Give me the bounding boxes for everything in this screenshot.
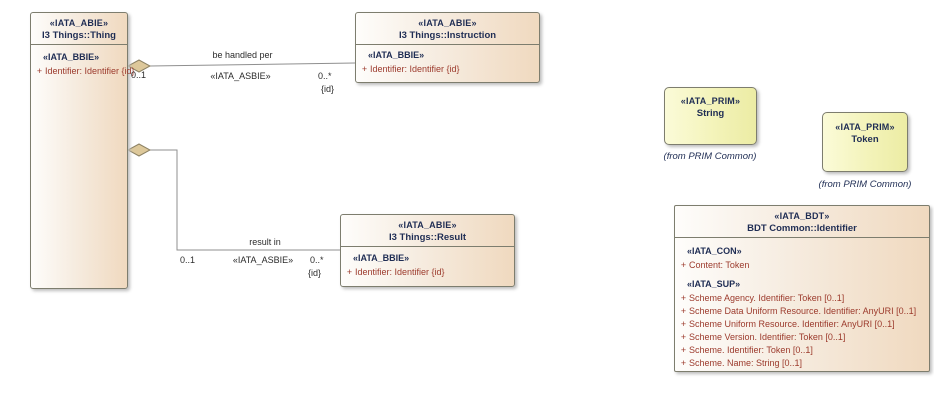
attribute-text: Scheme Agency. Identifier: Token [0..1]	[689, 293, 845, 303]
class-thing-name: I3 Things::Thing	[42, 30, 116, 41]
attribute-text: Identifier: Identifier {id}	[45, 66, 135, 76]
attribute-text: Scheme. Identifier: Token [0..1]	[689, 345, 813, 355]
attribute-row[interactable]: + Scheme Data Uniform Resource. Identifi…	[678, 305, 926, 318]
attribute-text: Identifier: Identifier {id}	[355, 267, 445, 277]
class-identifier-attributes: «IATA_CON» + Content: Token «IATA_SUP» +…	[675, 238, 929, 373]
connector-name-label: be handled per	[212, 50, 273, 60]
class-string-prim[interactable]: «IATA_PRIM» String	[664, 87, 757, 145]
connector-target-constraint: {id}	[308, 268, 322, 278]
section-header-bbie: «IATA_BBIE»	[368, 50, 425, 60]
class-string-title: «IATA_PRIM» String	[665, 88, 756, 122]
connector-target-multiplicity: 0..*	[318, 71, 332, 81]
class-result-name: I3 Things::Result	[388, 232, 467, 243]
class-token-name: Token	[851, 134, 879, 145]
attribute-visibility: +	[680, 345, 687, 355]
class-token-stereotype: «IATA_PRIM»	[835, 122, 895, 132]
attribute-row[interactable]: + Identifier: Identifier {id}	[359, 63, 536, 76]
class-identifier-bdt[interactable]: «IATA_BDT» BDT Common::Identifier «IATA_…	[674, 205, 930, 372]
attribute-row[interactable]: + Scheme. Name: String [0..1]	[678, 357, 926, 370]
attribute-row[interactable]: + Identifier: Identifier {id}	[344, 266, 511, 279]
class-result[interactable]: «IATA_ABIE» I3 Things::Result «IATA_BBIE…	[340, 214, 515, 287]
class-token-prim[interactable]: «IATA_PRIM» Token	[822, 112, 908, 172]
class-thing-stereotype: «IATA_ABIE»	[49, 18, 109, 28]
attribute-visibility: +	[36, 66, 43, 76]
section-header-sup: «IATA_SUP»	[687, 279, 741, 289]
class-identifier-title: «IATA_BDT» BDT Common::Identifier	[675, 206, 929, 238]
class-identifier-stereotype: «IATA_BDT»	[774, 211, 830, 221]
attribute-visibility: +	[680, 319, 687, 329]
attribute-visibility: +	[680, 358, 687, 368]
class-instruction[interactable]: «IATA_ABIE» I3 Things::Instruction «IATA…	[355, 12, 540, 83]
connector-result-in[interactable]	[150, 149, 340, 251]
attribute-row[interactable]: + Scheme. Identifier: Token [0..1]	[678, 344, 926, 357]
section-header-bbie: «IATA_BBIE»	[43, 52, 100, 62]
connector-be-handled-per[interactable]	[149, 62, 356, 67]
section-header-bbie: «IATA_BBIE»	[353, 253, 410, 263]
connector-name-label: result in	[249, 237, 281, 247]
class-instruction-attributes: «IATA_BBIE» + Identifier: Identifier {id…	[356, 45, 539, 79]
attribute-visibility: +	[680, 293, 687, 303]
attribute-text: Content: Token	[689, 260, 750, 270]
class-identifier-name: BDT Common::Identifier	[747, 223, 857, 234]
origin-label-token: (from PRIM Common)	[818, 179, 912, 190]
class-instruction-name: I3 Things::Instruction	[398, 30, 497, 41]
connector-source-multiplicity: 0..1	[180, 255, 196, 265]
attribute-row[interactable]: + Scheme Agency. Identifier: Token [0..1…	[678, 292, 926, 305]
origin-label-string: (from PRIM Common)	[663, 151, 757, 162]
attribute-row[interactable]: + Identifier: Identifier {id}	[34, 65, 135, 78]
attribute-text: Scheme Version. Identifier: Token [0..1]	[689, 332, 846, 342]
attribute-text: Scheme Uniform Resource. Identifier: Any…	[689, 319, 895, 329]
class-string-stereotype: «IATA_PRIM»	[680, 96, 741, 106]
class-result-stereotype: «IATA_ABIE»	[398, 220, 457, 230]
class-instruction-stereotype: «IATA_ABIE»	[418, 18, 477, 28]
attribute-text: Identifier: Identifier {id}	[370, 64, 460, 74]
connector-stereotype-label: «IATA_ASBIE»	[210, 71, 271, 81]
section-header-con: «IATA_CON»	[687, 246, 742, 256]
attribute-text: Scheme Data Uniform Resource. Identifier…	[689, 306, 917, 316]
aggregation-diamond-be-handled-per[interactable]	[126, 59, 152, 73]
attribute-visibility: +	[680, 260, 687, 270]
connector-target-multiplicity: 0..*	[310, 255, 324, 265]
class-token-title: «IATA_PRIM» Token	[823, 113, 907, 148]
class-instruction-title: «IATA_ABIE» I3 Things::Instruction	[356, 13, 539, 45]
attribute-row[interactable]: + Content: Token	[678, 259, 926, 272]
class-thing-title: «IATA_ABIE» I3 Things::Thing	[31, 13, 127, 45]
attribute-visibility: +	[680, 332, 687, 342]
attribute-row[interactable]: + Scheme Uniform Resource. Identifier: A…	[678, 318, 926, 331]
class-result-attributes: «IATA_BBIE» + Identifier: Identifier {id…	[341, 247, 514, 282]
class-thing-attributes: «IATA_BBIE» + Identifier: Identifier {id…	[31, 45, 135, 81]
class-thing[interactable]: «IATA_ABIE» I3 Things::Thing «IATA_BBIE»…	[30, 12, 135, 289]
connector-target-constraint: {id}	[321, 84, 335, 94]
connector-stereotype-label: «IATA_ASBIE»	[232, 255, 294, 265]
aggregation-diamond-result-in[interactable]	[126, 143, 152, 157]
attribute-row[interactable]: + Scheme Version. Identifier: Token [0..…	[678, 331, 926, 344]
attribute-visibility: +	[361, 64, 368, 74]
attribute-visibility: +	[346, 267, 353, 277]
class-string-name: String	[696, 108, 725, 119]
class-result-title: «IATA_ABIE» I3 Things::Result	[341, 215, 514, 247]
attribute-text: Scheme. Name: String [0..1]	[689, 358, 803, 368]
connector-source-multiplicity: 0..1	[131, 70, 147, 80]
attribute-visibility: +	[680, 306, 687, 316]
